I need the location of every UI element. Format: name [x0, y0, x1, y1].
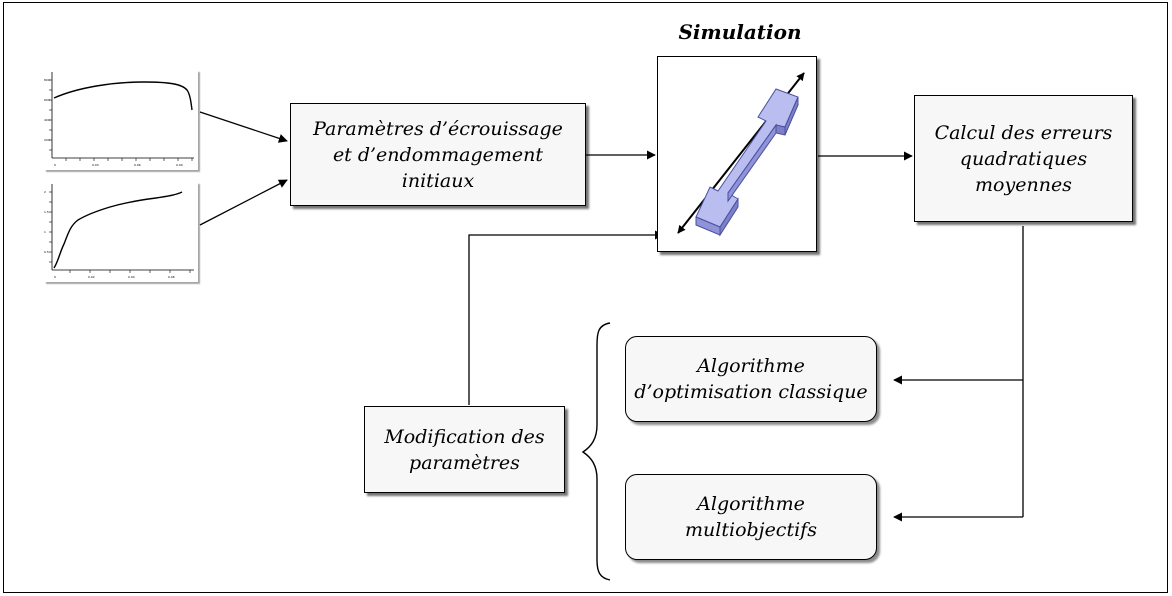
- error-calculation-box: Calcul des erreurs quadratiques moyennes: [914, 95, 1133, 222]
- svg-text:400: 400: [44, 118, 50, 122]
- parameter-modification-box: Modification des paramètres: [364, 406, 565, 493]
- svg-text:1.5: 1.5: [44, 210, 49, 214]
- svg-text:2: 2: [44, 190, 46, 194]
- classic-optimization-box: Algorithme d’optimisation classique: [625, 336, 877, 422]
- svg-text:200: 200: [44, 138, 50, 142]
- svg-text:0.06: 0.06: [168, 275, 175, 279]
- svg-text:0.04: 0.04: [128, 275, 135, 279]
- diagram-frame: [3, 2, 1168, 593]
- simulation-panel: [657, 56, 817, 252]
- svg-text:0.06: 0.06: [134, 163, 141, 167]
- tensile-specimen: [695, 88, 799, 228]
- multiobjective-algorithm-box: Algorithme multiobjectifs: [625, 474, 877, 560]
- stress-strain-plot-top: 800 600 400 200 0 0.03 0.06 0.09: [44, 70, 198, 170]
- arrow-modification-to-simulation: [468, 230, 664, 405]
- arrow-bottom-curve-to-parameters: [199, 179, 288, 226]
- svg-text:0.09: 0.09: [176, 163, 183, 167]
- initial-parameters-box: Paramètres d’écrouissage et d’endommagem…: [290, 103, 586, 206]
- svg-text:0.5: 0.5: [44, 250, 49, 254]
- arrow-top-curve-to-parameters: [199, 111, 288, 143]
- svg-text:800: 800: [44, 78, 50, 82]
- svg-text:0: 0: [54, 275, 56, 279]
- damage-curve-plot-bottom: 2 1.5 1 0.5 0 0.02 0.04 0.06: [44, 182, 198, 282]
- svg-text:0: 0: [54, 163, 56, 167]
- svg-text:1: 1: [44, 230, 46, 234]
- brace: [581, 322, 611, 581]
- svg-text:600: 600: [44, 98, 50, 102]
- simulation-title: Simulation: [678, 20, 802, 44]
- svg-text:0.02: 0.02: [88, 275, 95, 279]
- svg-text:0.03: 0.03: [92, 163, 99, 167]
